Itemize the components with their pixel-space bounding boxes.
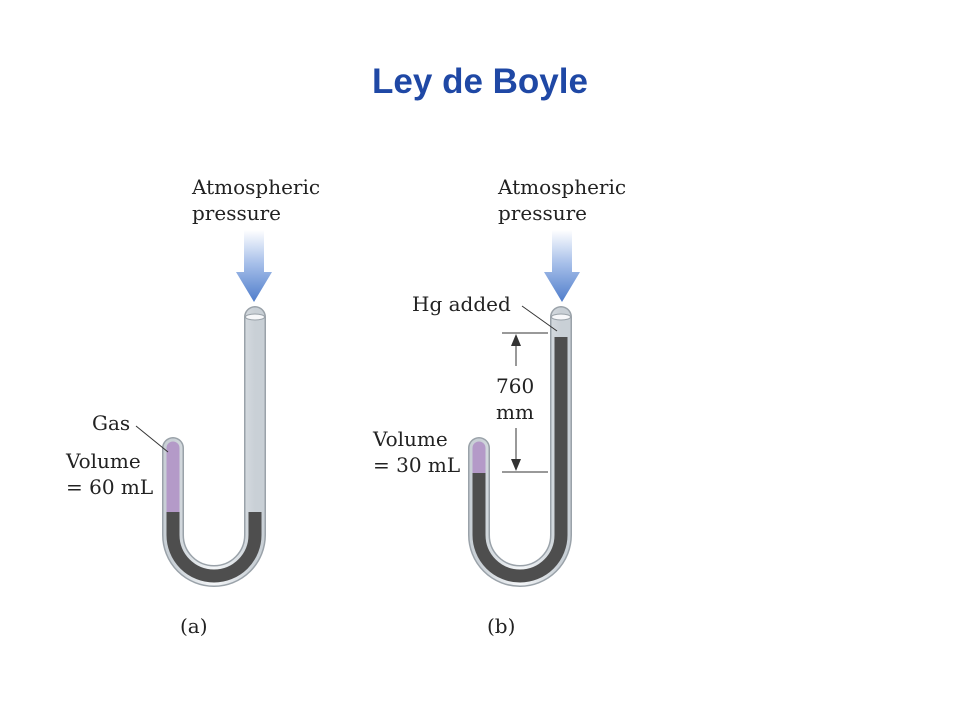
panel-b: Atmospheric pressure Hg added 760 mm Vol… — [372, 175, 626, 638]
caption-a: (a) — [180, 614, 208, 638]
arrow-down-icon — [511, 459, 521, 471]
volume-label-b: Volume — [372, 427, 448, 451]
height-value: 760 — [496, 374, 534, 398]
panel-a: Atmospheric pressure Gas Volume = 60 mL … — [65, 175, 320, 638]
pressure-label-a: pressure — [192, 201, 281, 225]
hg-added-label: Hg added — [412, 292, 511, 316]
atmospheric-label-b: Atmospheric — [497, 175, 626, 199]
caption-b: (b) — [487, 614, 515, 638]
volume-value-a: = 60 mL — [66, 475, 153, 499]
volume-value-b: = 30 mL — [373, 453, 460, 477]
pressure-label-b: pressure — [498, 201, 587, 225]
u-tube-b — [468, 306, 572, 587]
mercury-column-a — [166, 512, 262, 583]
u-tube-a — [162, 306, 266, 587]
down-arrow-icon — [236, 230, 272, 302]
hg-leader-line — [521, 305, 558, 332]
arrow-up-icon — [511, 334, 521, 346]
page-title: Ley de Boyle — [372, 62, 588, 101]
mercury-column-b — [472, 337, 568, 583]
down-arrow-icon — [544, 230, 580, 302]
atmospheric-label-a: Atmospheric — [191, 175, 320, 199]
volume-label-a: Volume — [65, 449, 141, 473]
height-unit: mm — [496, 400, 534, 424]
gas-label: Gas — [92, 411, 130, 435]
gas-leader-line — [135, 425, 169, 453]
